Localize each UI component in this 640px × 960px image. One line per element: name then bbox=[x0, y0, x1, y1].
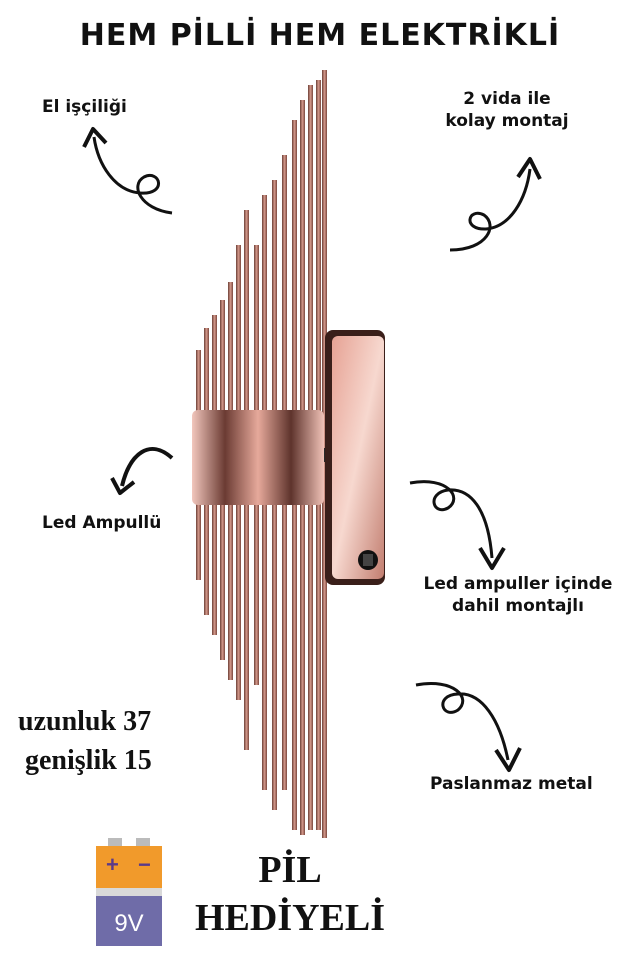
label-bulbs-included: Led ampuller içinde dahil montajlı bbox=[398, 573, 638, 617]
arrow-icon bbox=[415, 682, 522, 772]
page-title: HEM PİLLİ HEM ELEKTRİKLİ bbox=[79, 18, 561, 53]
label-stainless-metal: Paslanmaz metal bbox=[430, 774, 593, 794]
label-craftsmanship: El işçiliği bbox=[42, 97, 127, 117]
arrow-icon bbox=[409, 480, 506, 570]
label-led-bulb: Led Ampullü bbox=[42, 513, 162, 533]
arrow-icon bbox=[449, 157, 542, 252]
label-easy-mount: 2 vida ile kolay montaj bbox=[432, 88, 582, 132]
dimension-length: uzunluk 37 bbox=[18, 706, 152, 737]
label-easy-mount-line1: 2 vida ile bbox=[463, 89, 551, 109]
battery-voltage: 9V bbox=[114, 910, 144, 937]
battery-minus-sign: − bbox=[138, 852, 151, 877]
gift-line-1: PİL bbox=[258, 849, 322, 891]
battery-icon: + − 9V bbox=[96, 838, 162, 946]
label-bulbs-included-line2: dahil montajlı bbox=[452, 596, 584, 616]
battery-plus-sign: + bbox=[106, 852, 119, 877]
arrow-icon bbox=[82, 127, 173, 215]
label-easy-mount-line2: kolay montaj bbox=[445, 111, 569, 131]
arrow-icon bbox=[110, 447, 174, 495]
gift-line-2: HEDİYELİ bbox=[194, 897, 386, 939]
wall-lamp-illustration bbox=[192, 70, 385, 838]
label-bulbs-included-line1: Led ampuller içinde bbox=[423, 574, 613, 594]
dimension-width: genişlik 15 bbox=[25, 745, 152, 776]
